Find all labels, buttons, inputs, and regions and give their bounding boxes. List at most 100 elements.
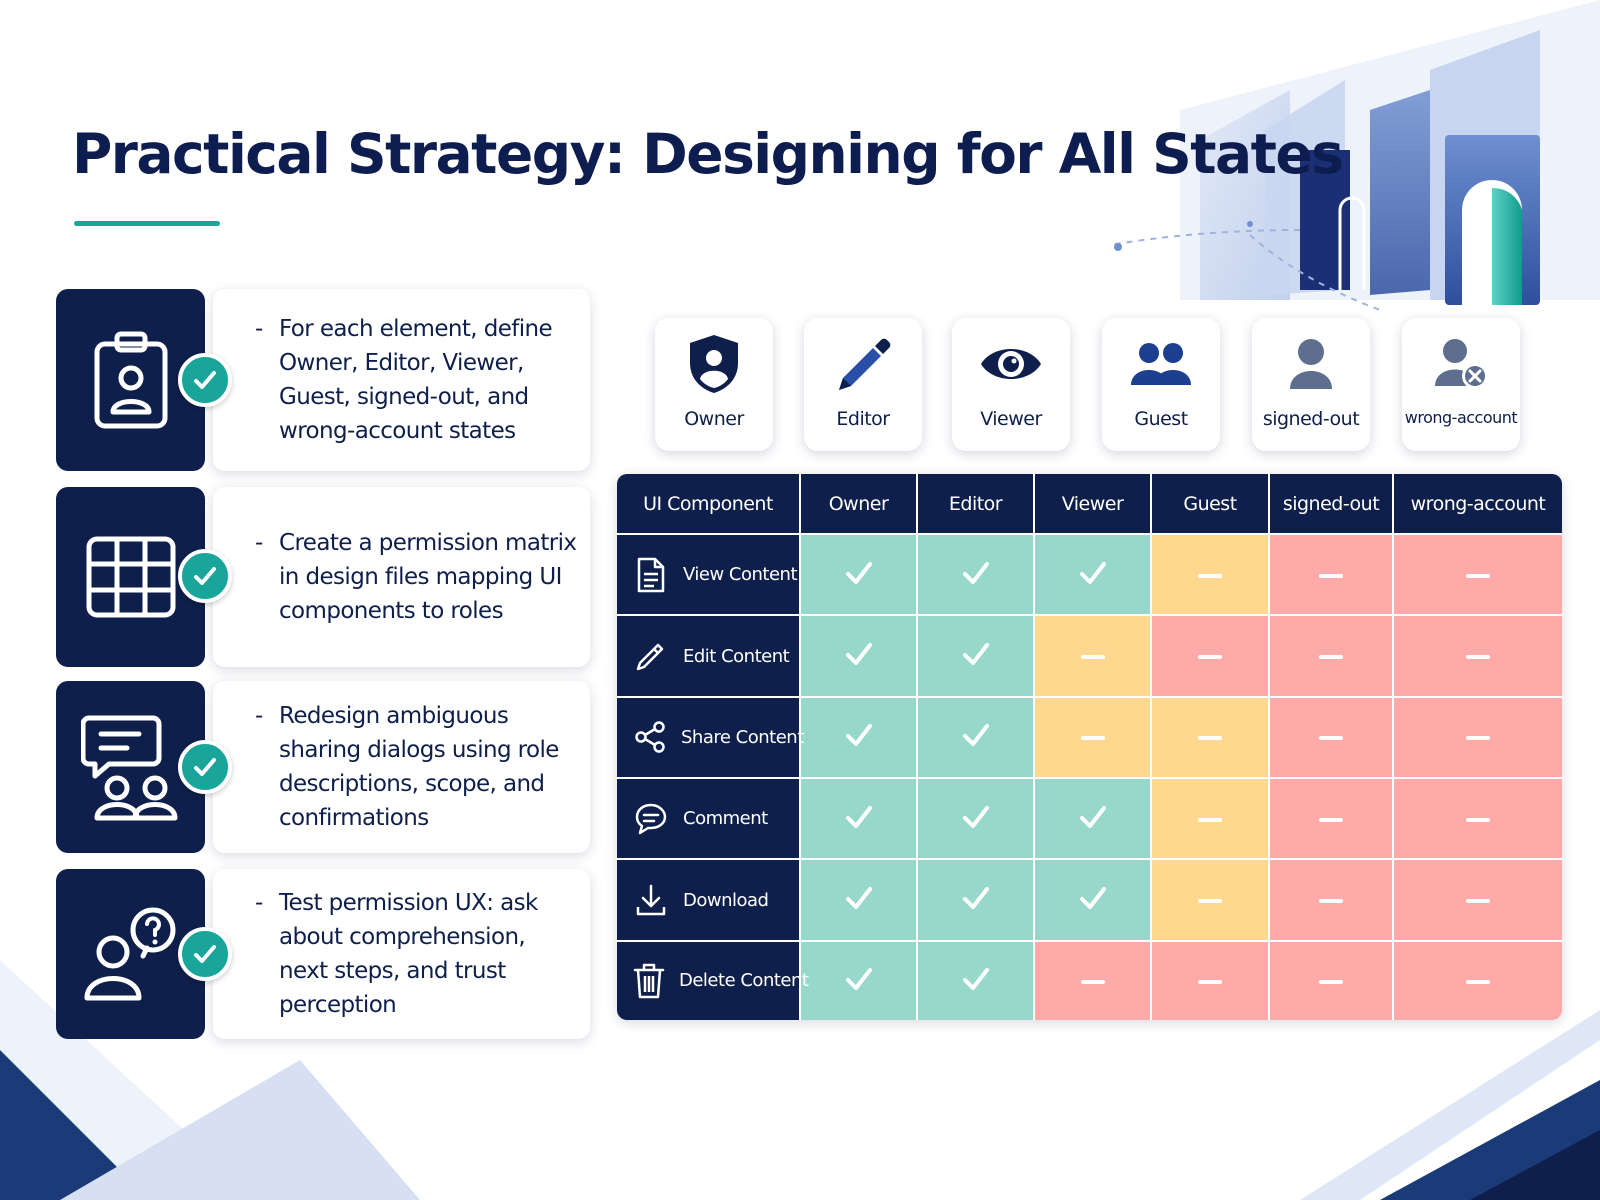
role-label: Owner bbox=[684, 408, 744, 430]
column-header: wrong-account bbox=[1393, 474, 1562, 534]
dash-mark-icon bbox=[1319, 979, 1343, 984]
permission-cell bbox=[1151, 614, 1270, 697]
component-cell: Download bbox=[617, 858, 801, 941]
dash-mark-icon bbox=[1080, 979, 1105, 984]
role-chip-owner: Owner bbox=[655, 318, 773, 451]
permission-cell bbox=[1034, 777, 1152, 860]
role-label: Guest bbox=[1134, 408, 1188, 430]
check-mark-icon bbox=[845, 561, 872, 584]
permission-cell bbox=[1393, 858, 1562, 941]
page-title: Practical Strategy: Designing for All St… bbox=[72, 122, 1344, 186]
dash-mark-icon bbox=[1198, 573, 1222, 578]
check-icon bbox=[194, 758, 216, 776]
column-header: Viewer bbox=[1034, 474, 1152, 534]
grid-matrix-icon bbox=[86, 536, 175, 618]
table-row: Share Content bbox=[617, 695, 1562, 779]
strategy-text: Test permission UX: ask about comprehens… bbox=[255, 886, 578, 1022]
check-icon bbox=[194, 371, 216, 389]
role-chip-guest: Guest bbox=[1102, 318, 1220, 451]
permission-cell bbox=[1034, 939, 1152, 1020]
column-header: Editor bbox=[917, 474, 1035, 534]
table-row: Delete Content bbox=[617, 939, 1562, 1020]
permission-cell bbox=[917, 858, 1035, 941]
user-x-icon bbox=[1435, 339, 1488, 389]
permission-cell bbox=[800, 614, 918, 697]
component-cell: Comment bbox=[617, 777, 801, 860]
title-underline bbox=[74, 221, 220, 226]
dash-mark-icon bbox=[1466, 736, 1490, 741]
permission-cell bbox=[1269, 858, 1394, 941]
permission-cell bbox=[917, 614, 1035, 697]
doors-illustration bbox=[1109, 0, 1600, 311]
role-chip-editor: Editor bbox=[804, 318, 922, 451]
dialog-people-icon bbox=[80, 715, 177, 821]
column-header: signed-out bbox=[1269, 474, 1394, 534]
permission-cell bbox=[1151, 532, 1270, 616]
dash-mark-icon bbox=[1466, 655, 1490, 660]
check-mark-icon bbox=[1079, 805, 1106, 828]
dash-mark-icon bbox=[1198, 979, 1222, 984]
check-mark-icon bbox=[1079, 887, 1106, 910]
check-icon bbox=[194, 945, 216, 963]
check-badge bbox=[178, 740, 232, 794]
check-badge bbox=[178, 549, 232, 603]
eye-icon bbox=[981, 349, 1041, 379]
component-cell: Share Content bbox=[617, 695, 804, 779]
dash-mark-icon bbox=[1080, 736, 1105, 741]
check-mark-icon bbox=[845, 805, 872, 828]
permission-cell bbox=[1393, 532, 1562, 616]
strategy-text-card: Redesign ambiguous sharing dialogs using… bbox=[213, 681, 590, 853]
permission-cell bbox=[1269, 777, 1394, 860]
column-header: Owner bbox=[800, 474, 918, 534]
group-icon bbox=[1131, 343, 1191, 385]
pencil-outline-icon bbox=[636, 643, 664, 671]
strategy-text-card: Create a permission matrix in design fil… bbox=[213, 487, 590, 667]
permission-matrix: UI Component Owner Editor Viewer Guest s… bbox=[617, 474, 1562, 1020]
strategy-text: Redesign ambiguous sharing dialogs using… bbox=[255, 699, 578, 835]
shield-user-icon bbox=[690, 335, 738, 393]
permission-cell bbox=[1393, 777, 1562, 860]
permission-cell bbox=[1393, 695, 1562, 779]
permission-cell bbox=[800, 939, 918, 1020]
permission-cell bbox=[1269, 532, 1394, 616]
corner-decoration-right bbox=[1300, 1010, 1600, 1200]
check-icon bbox=[194, 567, 216, 585]
permission-cell bbox=[1034, 532, 1152, 616]
user-icon bbox=[1290, 339, 1332, 389]
dash-mark-icon bbox=[1319, 655, 1343, 660]
role-label: wrong-account bbox=[1404, 408, 1518, 427]
dash-mark-icon bbox=[1319, 817, 1343, 822]
check-mark-icon bbox=[845, 724, 872, 747]
check-mark-icon bbox=[845, 643, 872, 666]
permission-cell bbox=[1393, 614, 1562, 697]
check-mark-icon bbox=[962, 967, 989, 990]
matrix-body: View Content bbox=[617, 532, 1562, 1020]
role-chip-wrong-account: wrong-account bbox=[1402, 318, 1520, 451]
component-cell: Edit Content bbox=[617, 614, 801, 697]
dash-mark-icon bbox=[1466, 573, 1490, 578]
table-row: View Content bbox=[617, 532, 1562, 616]
matrix-header-row: UI Component Owner Editor Viewer Guest s… bbox=[617, 474, 1562, 534]
strategy-text-card: Test permission UX: ask about comprehens… bbox=[213, 869, 590, 1039]
pencil-icon bbox=[839, 338, 891, 390]
permission-cell bbox=[1151, 858, 1270, 941]
permission-cell bbox=[917, 939, 1035, 1020]
check-badge bbox=[178, 927, 232, 981]
component-label: Share Content bbox=[681, 726, 804, 748]
role-label: signed-out bbox=[1262, 408, 1360, 430]
permission-cell bbox=[800, 858, 918, 941]
check-badge bbox=[178, 353, 232, 407]
permission-cell bbox=[1034, 614, 1152, 697]
component-label: View Content bbox=[683, 564, 798, 586]
component-label: Comment bbox=[683, 808, 768, 830]
component-label: Edit Content bbox=[683, 645, 790, 667]
role-chip-signed-out: signed-out bbox=[1252, 318, 1370, 451]
component-label: Delete Content bbox=[679, 970, 809, 992]
permission-cell bbox=[917, 532, 1035, 616]
strategy-text-card: For each element, define Owner, Editor, … bbox=[213, 289, 590, 471]
permission-cell bbox=[1034, 858, 1152, 941]
component-cell: Delete Content bbox=[617, 939, 809, 1020]
component-label: Download bbox=[683, 889, 769, 911]
strategy-text: Create a permission matrix in design fil… bbox=[255, 526, 578, 628]
permission-cell bbox=[800, 532, 918, 616]
